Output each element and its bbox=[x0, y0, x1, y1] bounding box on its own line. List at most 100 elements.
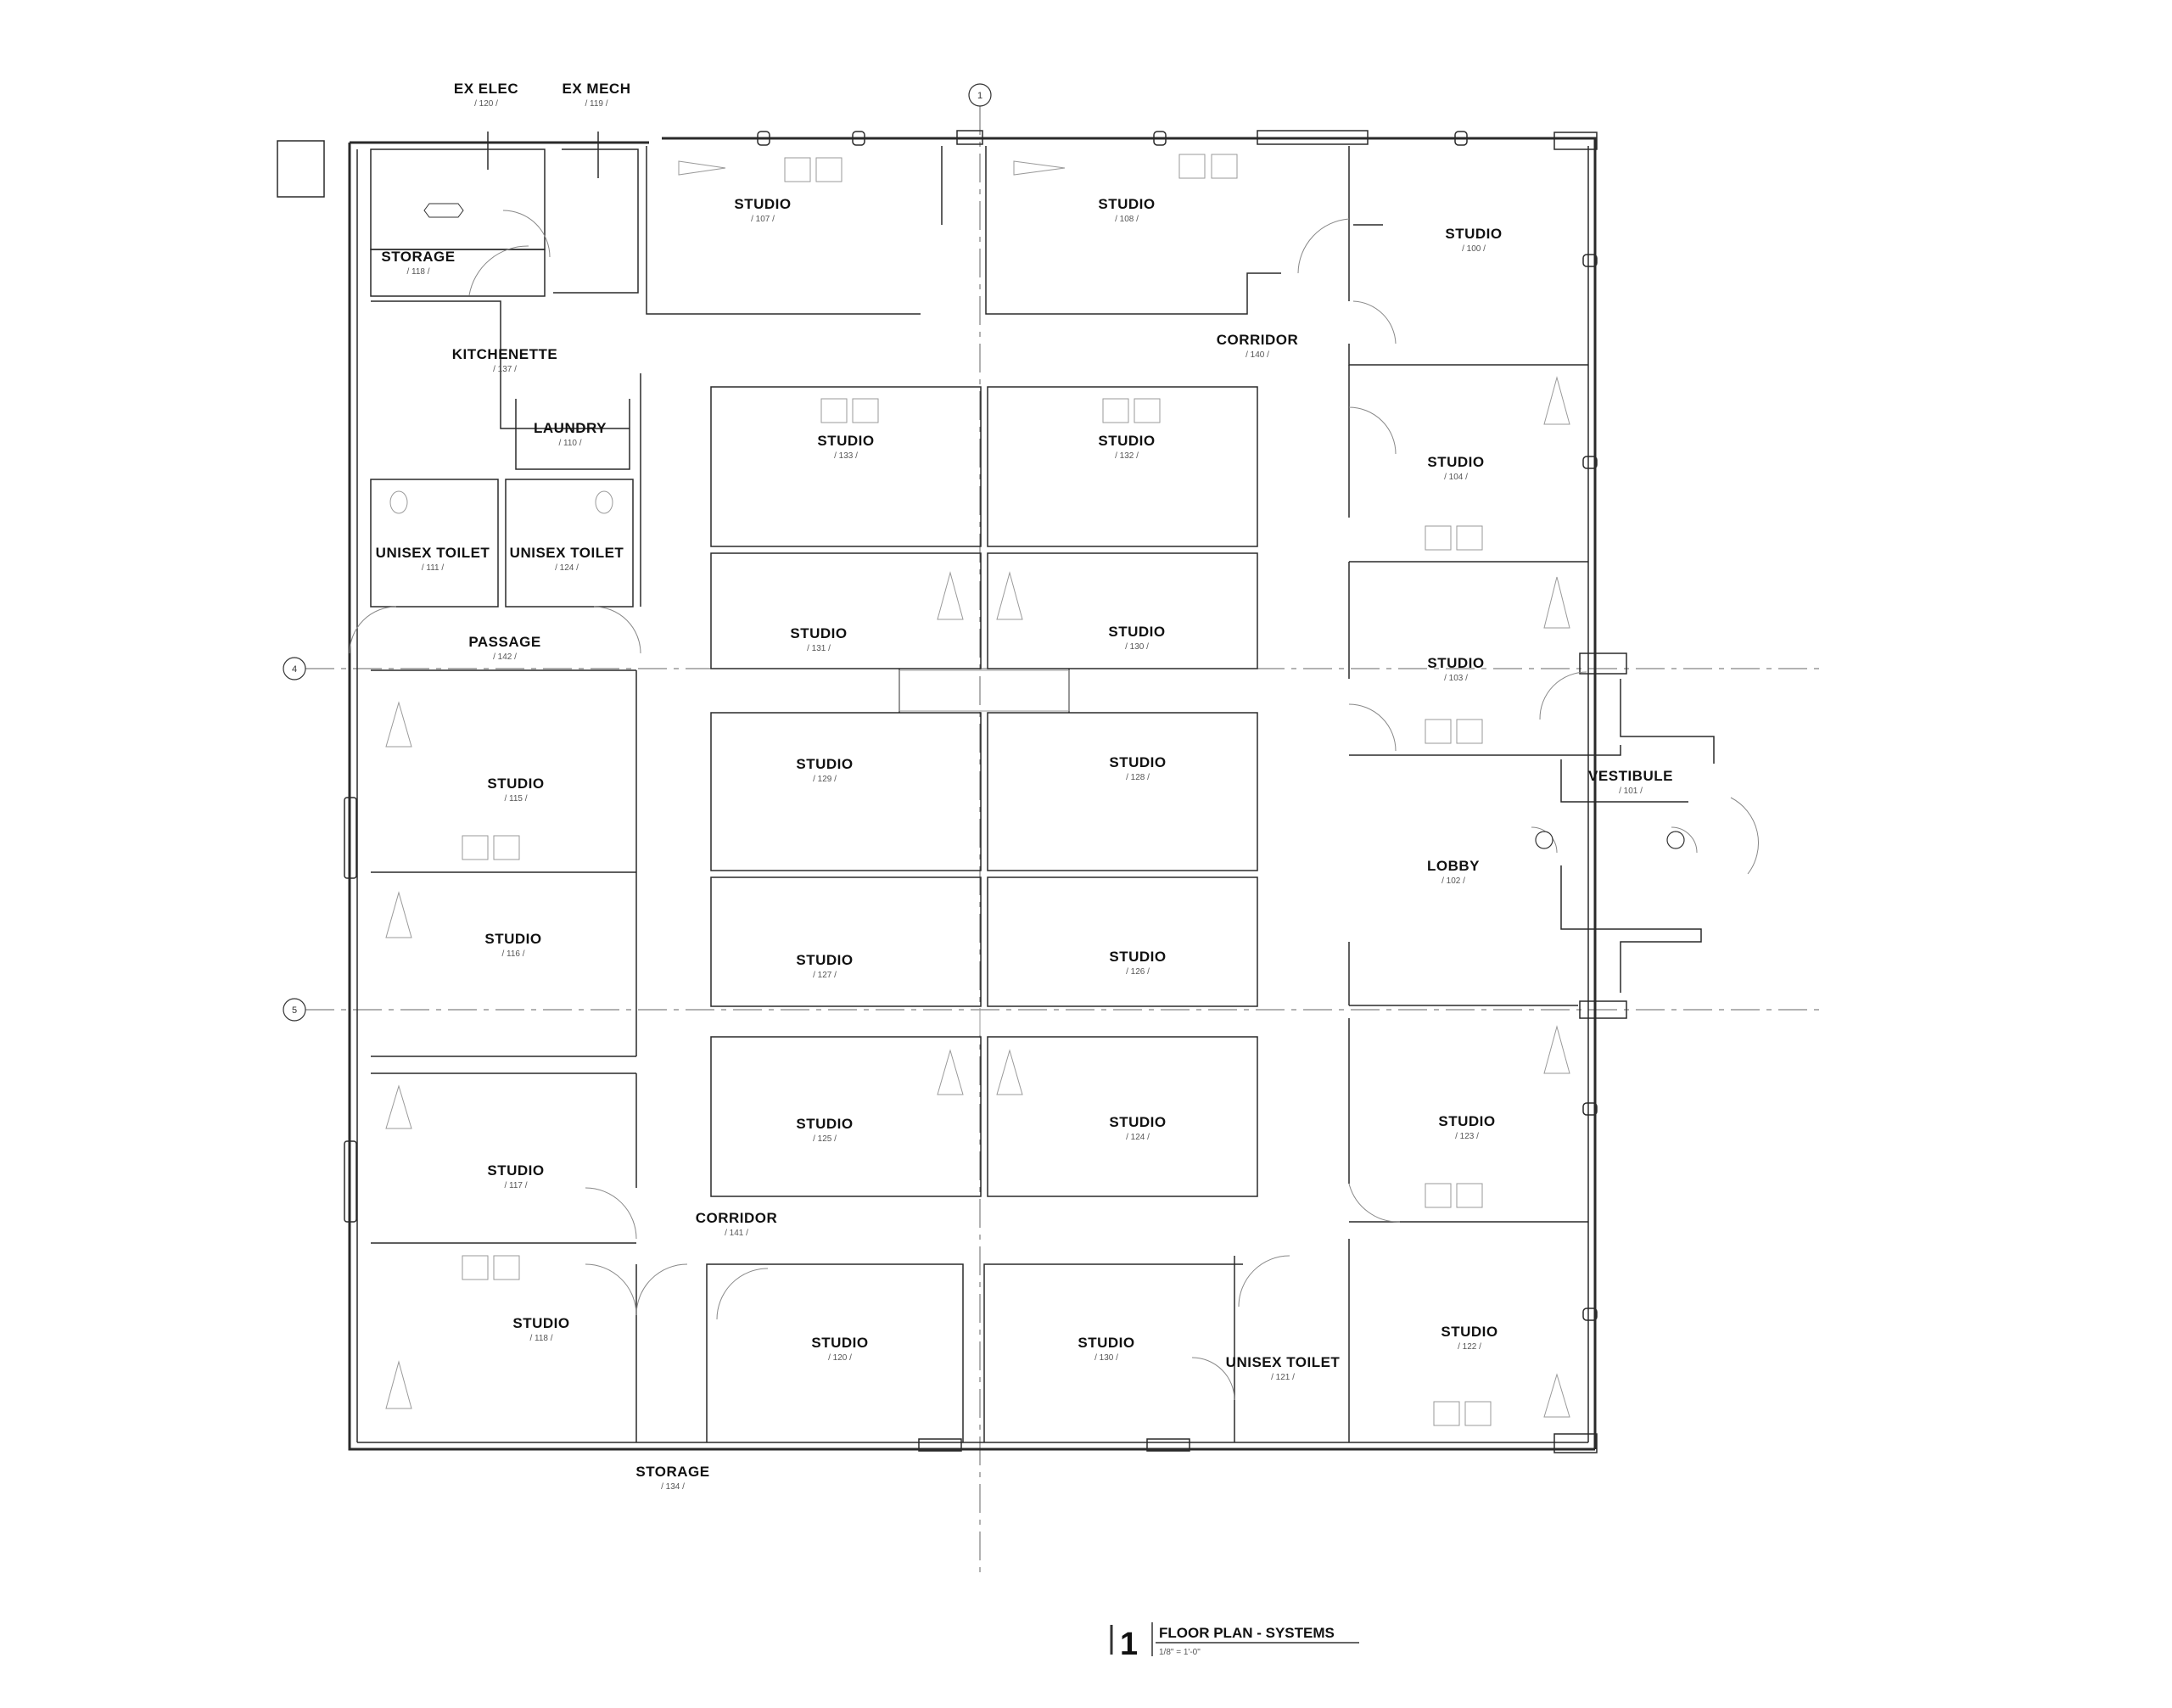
room-name: STUDIO bbox=[487, 776, 544, 792]
room-number: / 124 / bbox=[1126, 1133, 1150, 1142]
room-name: EX MECH bbox=[563, 81, 631, 97]
room-number: / 133 / bbox=[834, 451, 858, 461]
room-label: STUDIO/ 130 / bbox=[1078, 1335, 1134, 1363]
room-name: VESTIBULE bbox=[1588, 768, 1673, 784]
south-window bbox=[918, 1438, 962, 1452]
room-label: VESTIBULE / 101 / bbox=[1588, 768, 1673, 796]
grid-bubble-label: 4 bbox=[292, 664, 297, 675]
room-number: / 126 / bbox=[1126, 967, 1150, 977]
room-labels: EX ELEC/ 120 /EX MECH/ 119 /STORAGE/ 118… bbox=[376, 81, 1673, 1492]
grid-lines bbox=[305, 106, 1824, 1578]
room-label: STUDIO / 130 / bbox=[1108, 624, 1165, 652]
grid-bubble-circle bbox=[968, 83, 992, 107]
room-number: / 142 / bbox=[493, 652, 517, 662]
room-label: STUDIO / 128 / bbox=[1109, 754, 1166, 782]
toilet-124 bbox=[505, 479, 634, 608]
room-name: STUDIO bbox=[1441, 1324, 1497, 1340]
corner-column bbox=[1553, 132, 1598, 150]
room-number: / 120 / bbox=[828, 1353, 852, 1363]
room-number: / 110 / bbox=[558, 439, 581, 448]
north-window bbox=[956, 130, 983, 145]
room-number: / 101 / bbox=[1619, 787, 1643, 796]
room-number: / 128 / bbox=[1126, 773, 1150, 782]
room-number: / 129 / bbox=[813, 775, 837, 784]
room-label: STUDIO/ 118 / bbox=[512, 1315, 569, 1343]
drawing-scale: 1/8" = 1'-0" bbox=[1159, 1648, 1201, 1657]
equipment-box bbox=[277, 140, 325, 198]
bed bbox=[1013, 160, 1066, 176]
room-number: / 103 / bbox=[1444, 674, 1468, 683]
room-label: STUDIO / 104 / bbox=[1427, 454, 1484, 482]
room-name: STUDIO bbox=[1427, 655, 1484, 671]
bed bbox=[996, 1049, 1023, 1095]
drawing-number: 1 bbox=[1120, 1627, 1138, 1662]
room-name: STUDIO bbox=[796, 952, 853, 968]
studio-107-wall bbox=[646, 146, 921, 315]
room-label: STUDIO/ 122 / bbox=[1441, 1324, 1497, 1352]
north-studios bbox=[646, 146, 1588, 366]
room-name: STUDIO bbox=[1427, 454, 1484, 470]
room-name: STUDIO bbox=[1109, 754, 1166, 770]
room-label: EX MECH / 119 / bbox=[563, 81, 631, 109]
toilet-111 bbox=[370, 479, 499, 608]
room-label: STUDIO / 129 / bbox=[796, 756, 853, 784]
room-name: STUDIO bbox=[484, 931, 541, 947]
room-number: / 134 / bbox=[661, 1482, 685, 1492]
south-studios bbox=[706, 1239, 1350, 1442]
bed bbox=[385, 1084, 412, 1129]
room-name: STORAGE bbox=[381, 249, 455, 265]
bed bbox=[385, 1360, 412, 1409]
room-number: / 141 / bbox=[725, 1229, 748, 1238]
room-label: STUDIO/ 123 / bbox=[1438, 1113, 1495, 1141]
room-number: / 127 / bbox=[813, 971, 837, 980]
room-label: STUDIO / 127 / bbox=[796, 952, 853, 980]
bed bbox=[385, 701, 412, 748]
room-number: / 104 / bbox=[1444, 473, 1468, 482]
room-name: STUDIO bbox=[790, 625, 847, 641]
door-swing bbox=[593, 606, 641, 654]
wall-markers bbox=[344, 131, 1598, 1321]
room-label: LOBBY/ 102 / bbox=[1427, 858, 1480, 886]
room-number: / 118 / bbox=[406, 267, 429, 277]
wall-north-east bbox=[662, 137, 1597, 1449]
room-label: STUDIO/ 126 / bbox=[1109, 949, 1166, 977]
corner-column bbox=[1553, 1433, 1598, 1453]
room-label: EX ELEC/ 120 / bbox=[454, 81, 518, 109]
room-label: STUDIO / 120 / bbox=[811, 1335, 868, 1363]
grid-bubble-label: 5 bbox=[292, 1005, 297, 1016]
room-label: KITCHENETTE/ 137 / bbox=[452, 346, 557, 374]
room-label: UNISEX TOILET/ 124 / bbox=[510, 545, 624, 573]
bed bbox=[1543, 1025, 1570, 1074]
room-name: STUDIO bbox=[796, 756, 853, 772]
room-number: / 124 / bbox=[555, 563, 579, 573]
room-number: / 137 / bbox=[493, 365, 517, 374]
room-label: LAUNDRY/ 110 / bbox=[534, 420, 607, 448]
room-name: UNISEX TOILET bbox=[376, 545, 490, 561]
vestibule-column bbox=[1579, 652, 1627, 675]
panel-tag bbox=[423, 203, 464, 218]
device-tag bbox=[1666, 831, 1685, 849]
room-name: STUDIO bbox=[811, 1335, 868, 1351]
furniture bbox=[385, 154, 1570, 1426]
bed bbox=[1543, 1373, 1570, 1418]
bed bbox=[1543, 576, 1570, 629]
room-label: PASSAGE/ 142 / bbox=[468, 634, 540, 662]
drawing-title: FLOOR PLAN - SYSTEMS bbox=[1159, 1625, 1335, 1641]
room-number: / 100 / bbox=[1462, 244, 1486, 254]
room-name: STUDIO bbox=[512, 1315, 569, 1331]
room-name: STUDIO bbox=[1108, 624, 1165, 640]
room-name: CORRIDOR bbox=[696, 1210, 778, 1226]
room-number: / 117 / bbox=[504, 1181, 527, 1190]
room-label: STUDIO/ 115 / bbox=[487, 776, 544, 804]
service-block bbox=[349, 132, 641, 654]
door-swing bbox=[349, 606, 397, 654]
bed bbox=[1543, 376, 1570, 425]
room-name: EX ELEC bbox=[454, 81, 518, 97]
central-studios bbox=[710, 386, 1258, 1197]
room-number: / 119 / bbox=[585, 99, 607, 109]
room-label: STUDIO/ 116 / bbox=[484, 931, 541, 959]
toilet-fixture bbox=[389, 490, 408, 514]
grid-bubble-circle bbox=[283, 998, 306, 1022]
room-label: STUDIO/ 117 / bbox=[487, 1162, 544, 1190]
room-number: / 130 / bbox=[1125, 642, 1149, 652]
